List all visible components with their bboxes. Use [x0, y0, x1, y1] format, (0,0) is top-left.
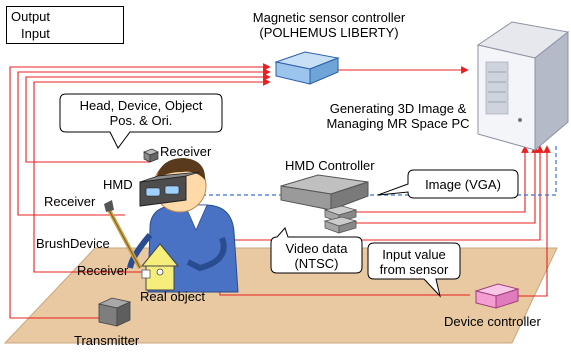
receiver-object-label: Receiver — [77, 263, 129, 278]
callout-image-text: Image (VGA) — [425, 177, 501, 192]
video-converter-boxes — [323, 205, 358, 234]
device-controller-label: Device controller — [444, 314, 541, 329]
callout-pose-shape — [59, 93, 223, 149]
pc-tower — [476, 21, 570, 152]
receiver-head-label: Receiver — [160, 144, 212, 159]
real-object-label: Real object — [140, 289, 206, 304]
sensor-controller-title: Magnetic sensor controller (POLHEMUS LIB… — [252, 10, 406, 40]
hmd-controller-label: HMD Controller — [285, 158, 375, 173]
transmitter-cube — [97, 297, 132, 327]
sensor-controller-box — [274, 51, 340, 85]
legend-output-label: Output — [11, 9, 51, 24]
brush-device-label: BrushDevice — [36, 236, 110, 251]
device-controller-box — [474, 283, 520, 309]
callout-pose-text: Head, Device, Object Pos. & Ori. — [79, 98, 203, 128]
brush-device — [104, 200, 142, 269]
callout-video-text: Video data (NTSC) — [285, 241, 348, 271]
callout-input-text: Input value from sensor — [379, 247, 449, 277]
callout-video-shape — [270, 227, 363, 274]
legend-input-label: Input — [21, 26, 50, 41]
callouts — [59, 93, 519, 298]
hmd-controller-box — [280, 174, 369, 211]
hmd-headset — [139, 171, 201, 207]
receiver-device-label: Receiver — [44, 194, 96, 209]
sensor-wires — [9, 63, 271, 319]
legend: Output Input — [6, 6, 124, 44]
transmitter-label: Transmitter — [74, 333, 140, 348]
house-object — [140, 243, 180, 291]
callout-image-shape — [377, 169, 519, 199]
hmd-label: HMD — [103, 177, 133, 192]
callout-input-shape — [367, 242, 461, 298]
pc-title: Generating 3D Image & Managing MR Space … — [326, 101, 470, 131]
head-receiver — [143, 148, 159, 163]
